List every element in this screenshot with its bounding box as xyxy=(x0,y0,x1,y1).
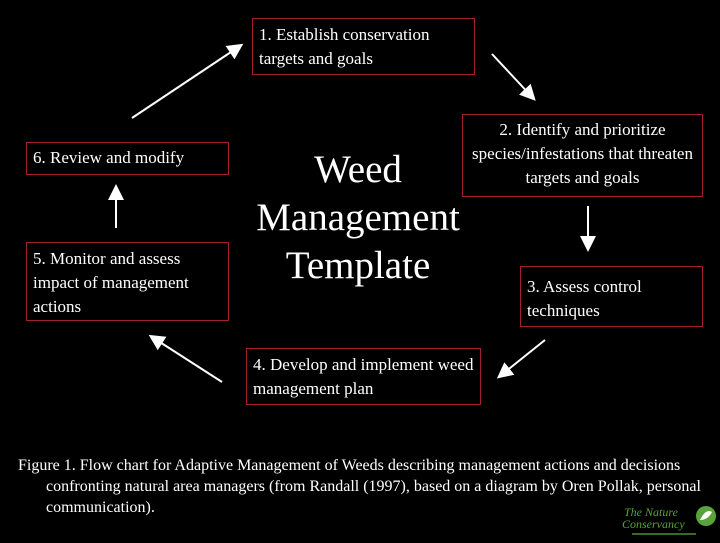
step-3-label: 3. Assess control techniques xyxy=(527,277,642,320)
step-4-box: 4. Develop and implement weed management… xyxy=(246,348,481,405)
svg-text:Conservancy: Conservancy xyxy=(622,517,685,531)
title-line-3: Template xyxy=(285,244,431,287)
title-line-2: Management xyxy=(256,196,460,239)
step-3-box: 3. Assess control techniques xyxy=(520,266,703,327)
step-5-box: 5. Monitor and assess impact of manageme… xyxy=(26,242,229,321)
arrow-4-to-5 xyxy=(148,334,223,383)
step-2-box: 2. Identify and prioritize species/infes… xyxy=(462,114,703,197)
arrow-1-to-2 xyxy=(491,53,536,101)
step-2-label: 2. Identify and prioritize species/infes… xyxy=(472,120,693,187)
step-1-box: 1. Establish conservation targets and go… xyxy=(252,18,475,75)
arrow-6-to-1 xyxy=(131,43,244,119)
title-line-1: Weed xyxy=(314,148,402,191)
figure-caption: Figure 1. Flow chart for Adaptive Manage… xyxy=(18,457,701,516)
step-6-box: 6. Review and modify xyxy=(26,142,229,175)
step-4-label: 4. Develop and implement weed management… xyxy=(253,355,474,398)
step-5-label: 5. Monitor and assess impact of manageme… xyxy=(33,249,189,316)
nature-conservancy-logo: The Nature Conservancy xyxy=(622,502,718,538)
svg-text:The Nature: The Nature xyxy=(624,505,679,519)
center-title: Weed Management Template xyxy=(240,146,476,290)
step-6-label: 6. Review and modify xyxy=(33,148,185,167)
step-1-label: 1. Establish conservation targets and go… xyxy=(259,25,430,68)
arrow-3-to-4 xyxy=(496,339,546,379)
